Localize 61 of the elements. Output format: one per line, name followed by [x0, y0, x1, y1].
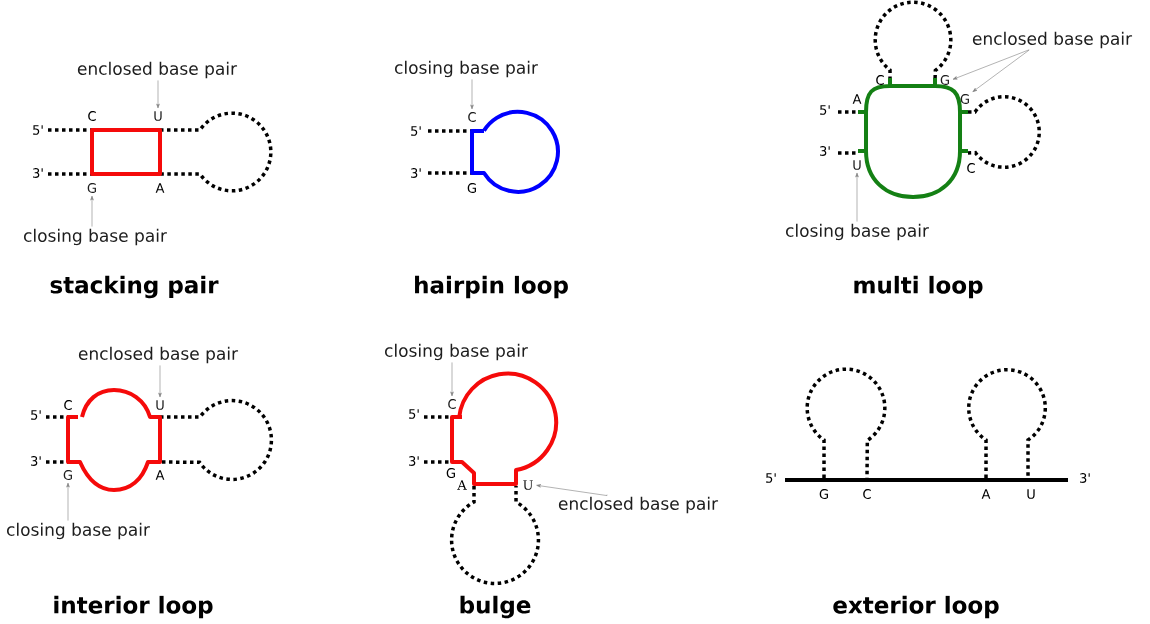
leader-line: [158, 365, 162, 398]
base-letter: C: [876, 75, 884, 85]
callout-text: enclosed base pair: [972, 31, 1133, 49]
base-letter: U: [156, 400, 164, 410]
base-letter: A: [155, 183, 165, 193]
leader-line: [66, 482, 70, 521]
strand-end-label: 5': [31, 410, 41, 420]
base-letter: C: [967, 163, 975, 173]
panel-title: multi loop: [854, 275, 983, 299]
base-letter: A: [155, 470, 165, 480]
base-letter: A: [457, 480, 467, 490]
strand-end-label: 5': [409, 409, 419, 419]
leader-line: [855, 172, 859, 222]
strand-end-label: 5': [766, 473, 776, 483]
leader-line: [536, 484, 608, 496]
leader-line: [156, 80, 160, 109]
strand-end-label: 3': [409, 456, 419, 466]
leader-line: [450, 362, 454, 397]
callout-text: closing base pair: [385, 343, 528, 361]
base-letter: C: [468, 112, 476, 122]
strand-end-label: 5': [411, 126, 421, 136]
strand-end-label: 3': [411, 168, 421, 178]
callout-text: enclosed base pair: [78, 346, 239, 364]
strand-end-label: 5': [820, 105, 830, 115]
panel-title: stacking pair: [50, 275, 219, 299]
strand-end-label: 3': [33, 168, 43, 178]
callout-text: enclosed base pair: [558, 496, 719, 514]
base-letter: U: [853, 160, 861, 170]
callout-text: enclosed base pair: [77, 61, 238, 79]
callout-text: closing base pair: [24, 228, 167, 246]
strand-end-label: 3': [1080, 473, 1090, 483]
panel-title: bulge: [460, 595, 531, 619]
base-letter: G: [819, 489, 828, 499]
leader-line: [952, 49, 1030, 80]
panel-title: hairpin loop: [415, 275, 568, 299]
base-letter: C: [64, 400, 72, 410]
base-letter: G: [446, 468, 455, 478]
strand-end-label: 3': [820, 146, 830, 156]
base-letter: C: [88, 111, 96, 121]
base-letter: A: [981, 489, 991, 499]
panel-title: interior loop: [54, 595, 213, 619]
base-letter: G: [467, 183, 476, 193]
base-letter: G: [960, 94, 969, 104]
base-letter: G: [87, 183, 96, 193]
leader-line: [90, 195, 94, 227]
strand-end-label: 5': [33, 125, 43, 135]
base-letter: U: [154, 111, 162, 121]
strand-end-label: 3': [31, 456, 41, 466]
base-letter: C: [448, 399, 456, 409]
base-letter: A: [852, 94, 862, 104]
panel-title: exterior loop: [833, 595, 999, 619]
base-letter: G: [63, 470, 72, 480]
base-letter: G: [940, 75, 949, 85]
callout-text: closing base pair: [786, 223, 929, 241]
callout-text: closing base pair: [395, 60, 538, 78]
base-letter: C: [863, 489, 871, 499]
base-letter: U: [1027, 489, 1035, 499]
base-letter: U: [523, 480, 533, 490]
callout-text: closing base pair: [7, 522, 150, 540]
leader-line: [972, 49, 1030, 93]
leader-line: [470, 79, 474, 110]
